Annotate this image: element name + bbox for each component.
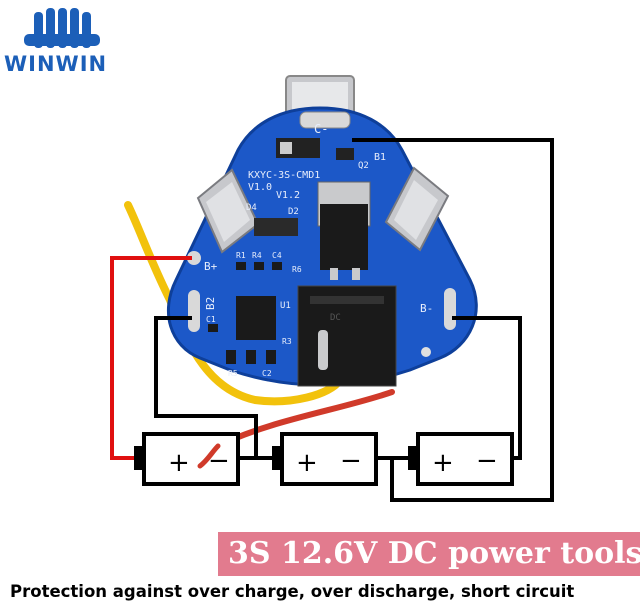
product-banner: 3S 12.6V DC power tools [218,532,640,576]
label-c1: C1 [206,315,216,324]
label-r1: R1 [236,251,246,260]
label-dc: DC [330,313,341,323]
board-version: V1.0 [248,182,272,193]
label-c2: C2 [262,369,272,378]
yellow-wire [124,201,344,406]
label-b2: B2 [204,297,217,310]
label-d4: D4 [246,203,257,213]
side-tab-right [384,166,450,252]
label-c-minus: C- [314,122,328,136]
battery-cell-2: + − [272,432,378,486]
label-b-plus: B+ [204,260,218,273]
label-b-minus: B- [420,302,433,315]
brand-name: WINWIN [4,52,108,76]
label-r3: R3 [282,337,292,346]
label-b1: B1 [374,152,386,163]
wire-b-plus [110,256,192,460]
label-r5: R5 [228,369,238,378]
board-model: KXYC-3S-CMD1 [248,170,320,181]
label-d2: D2 [288,207,299,217]
cell-3-minus: − [476,446,498,476]
label-r4: R4 [252,251,262,260]
red-wire-end [197,443,221,469]
board-rev: V1.2 [276,190,300,201]
cell-1-plus: + [168,448,190,478]
label-r6: R6 [292,265,302,274]
cell-2-plus: + [296,448,318,478]
battery-cell-1: + − [134,432,240,486]
cell-2-minus: − [340,446,362,476]
label-u1: U1 [280,301,291,311]
label-c4: C4 [272,251,282,260]
label-q2: Q2 [358,161,369,171]
battery-cell-3: + − [408,432,514,486]
cell-3-plus: + [432,448,454,478]
winwin-logo-icon [24,8,100,48]
protection-caption: Protection against over charge, over dis… [10,582,575,601]
